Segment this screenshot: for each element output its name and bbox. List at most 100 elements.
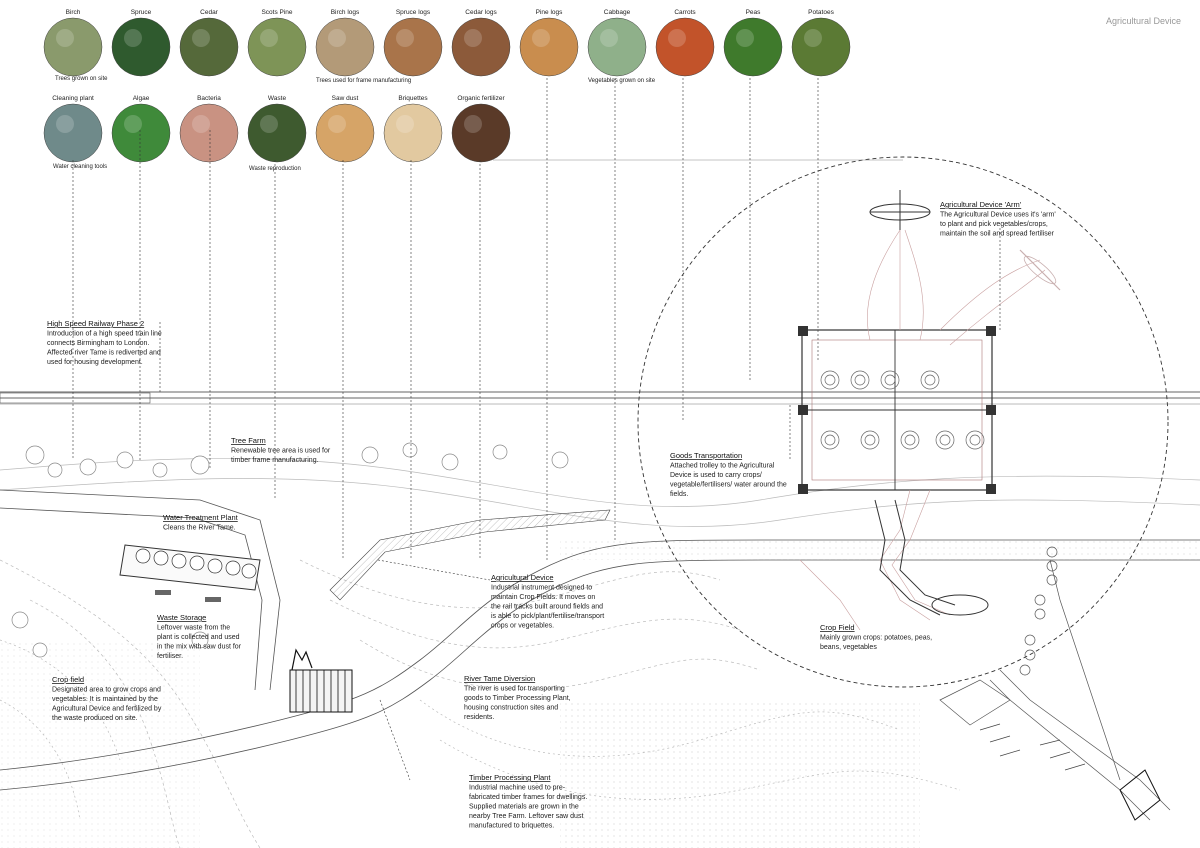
- material-label: Birch logs: [331, 9, 360, 16]
- annotation-title: High Speed Railway Phase 2: [47, 319, 144, 328]
- annotation-line: manufactured to briquettes.: [469, 823, 554, 830]
- material-label: Carrots: [674, 9, 696, 16]
- annotation-title: Tree Farm: [231, 436, 266, 445]
- material-pine-logs: Pine logs: [519, 9, 579, 77]
- agricultural-device: [798, 190, 1061, 631]
- material-image: [247, 17, 307, 77]
- device-exploded-detail: [939, 546, 1171, 821]
- material-image: [43, 103, 103, 163]
- material-spruce: Spruce: [111, 9, 171, 77]
- annotation-line: Renewable tree area is used for: [231, 448, 331, 455]
- material-label: Waste: [268, 95, 287, 102]
- material-image: [43, 17, 103, 77]
- material-highlight: [124, 29, 142, 47]
- annotation-line: Agricultural Device and fertilized by: [52, 706, 162, 713]
- material-highlight: [736, 29, 754, 47]
- material-organic-fertilizer: Organic fertilizer: [451, 95, 511, 163]
- material-label: Pine logs: [536, 9, 563, 16]
- material-highlight: [328, 29, 346, 47]
- annotation-line: Industrial instrument designed to: [491, 585, 592, 592]
- annotation-title: Goods Transportation: [670, 451, 742, 460]
- railway-line: [0, 391, 1200, 405]
- annotation-line: to plant and pick vegetables/crops,: [940, 221, 1048, 228]
- annotation-line: housing construction sites and: [464, 705, 558, 712]
- annotation-title: Timber Processing Plant: [469, 773, 551, 782]
- material-highlight: [464, 29, 482, 47]
- annotation-line: connects Birmingham to London.: [47, 340, 149, 347]
- annotation-line: The river is used for transporting: [464, 686, 565, 693]
- material-label: Cabbage: [604, 9, 631, 16]
- material-label: Organic fertilizer: [457, 95, 505, 102]
- annotation-line: in the mix with saw dust for: [157, 644, 242, 651]
- timber-processing-plant: [289, 648, 353, 713]
- material-label: Bacteria: [197, 95, 221, 102]
- material-highlight: [56, 115, 74, 133]
- material-image: [111, 103, 171, 163]
- annotations: High Speed Railway Phase 2 Introduction o…: [47, 200, 1056, 830]
- material-waste: Waste: [247, 95, 307, 163]
- material-cedar: Cedar: [179, 9, 239, 77]
- annotation-railway: High Speed Railway Phase 2 Introduction o…: [47, 319, 162, 366]
- material-label: Cedar: [200, 9, 219, 16]
- material-image: [451, 103, 511, 163]
- annotation-line: timber frame manufacturing.: [231, 457, 319, 464]
- material-saw-dust: Saw dust: [315, 95, 375, 163]
- annotation-line: maintain Crop Fields. It moves on: [491, 594, 595, 601]
- material-label: Spruce: [131, 9, 152, 16]
- annotation-device-arm: Agricultural Device 'Arm'The Agricultura…: [940, 200, 1056, 238]
- annotation-line: fertiliser.: [157, 653, 183, 660]
- material-highlight: [260, 115, 278, 133]
- material-cabbage: Cabbage: [587, 9, 647, 77]
- material-highlight: [124, 115, 142, 133]
- material-image: [451, 17, 511, 77]
- annotation-line: nearby Tree Farm. Leftover saw dust: [469, 813, 583, 820]
- annotation-line: crops or vegetables.: [491, 623, 554, 630]
- material-highlight: [328, 115, 346, 133]
- material-image: [247, 103, 307, 163]
- material-highlight: [464, 115, 482, 133]
- annotation-title: River Tame Diversion: [464, 674, 535, 683]
- material-image: [587, 17, 647, 77]
- page-title: Agricultural Device: [1106, 16, 1181, 26]
- leader-lines: [72, 78, 1001, 781]
- material-briquettes: Briquettes: [383, 95, 443, 163]
- material-label: Potatoes: [808, 9, 834, 16]
- material-label: Saw dust: [332, 95, 359, 102]
- material-highlight: [260, 29, 278, 47]
- annotation-line: Affected river Tame is rediverted and: [47, 350, 161, 357]
- annotation-line: Supplied materials are grown in the: [469, 804, 579, 811]
- annotation-line: beans, vegetables: [820, 644, 877, 651]
- annotation-line: goods to Timber Processing Plant,: [464, 695, 571, 702]
- material-highlight: [804, 29, 822, 47]
- material-label: Algae: [133, 95, 150, 102]
- dotted-field: [560, 700, 920, 848]
- material-image: [383, 103, 443, 163]
- annotation-line: used for housing development.: [47, 359, 143, 366]
- annotation-line: Introduction of a high speed train line: [47, 331, 162, 338]
- caption-vegetables-grown: Vegetables grown on site: [588, 78, 656, 84]
- annotation-line: vegetable/fertilisers/ water around the: [670, 482, 787, 489]
- annotation-title: Waste Storage: [157, 613, 206, 622]
- river-diversion: [0, 489, 1200, 791]
- material-label: Peas: [746, 9, 762, 16]
- river-water: [560, 540, 1200, 560]
- material-label: Cedar logs: [465, 9, 497, 16]
- material-image: [315, 17, 375, 77]
- caption-trees-grown: Trees grown on site: [55, 76, 108, 82]
- material-birch-logs: Birch logs: [315, 9, 375, 77]
- annotation-line: Attached trolley to the Agricultural: [670, 463, 775, 470]
- material-spruce-logs: Spruce logs: [383, 9, 443, 77]
- annotation-line: residents.: [464, 714, 494, 721]
- annotation-line: is able to pick/plant/fertilise/transpor…: [491, 613, 604, 620]
- material-cedar-logs: Cedar logs: [451, 9, 511, 77]
- annotation-title: Agricultural Device: [491, 573, 554, 582]
